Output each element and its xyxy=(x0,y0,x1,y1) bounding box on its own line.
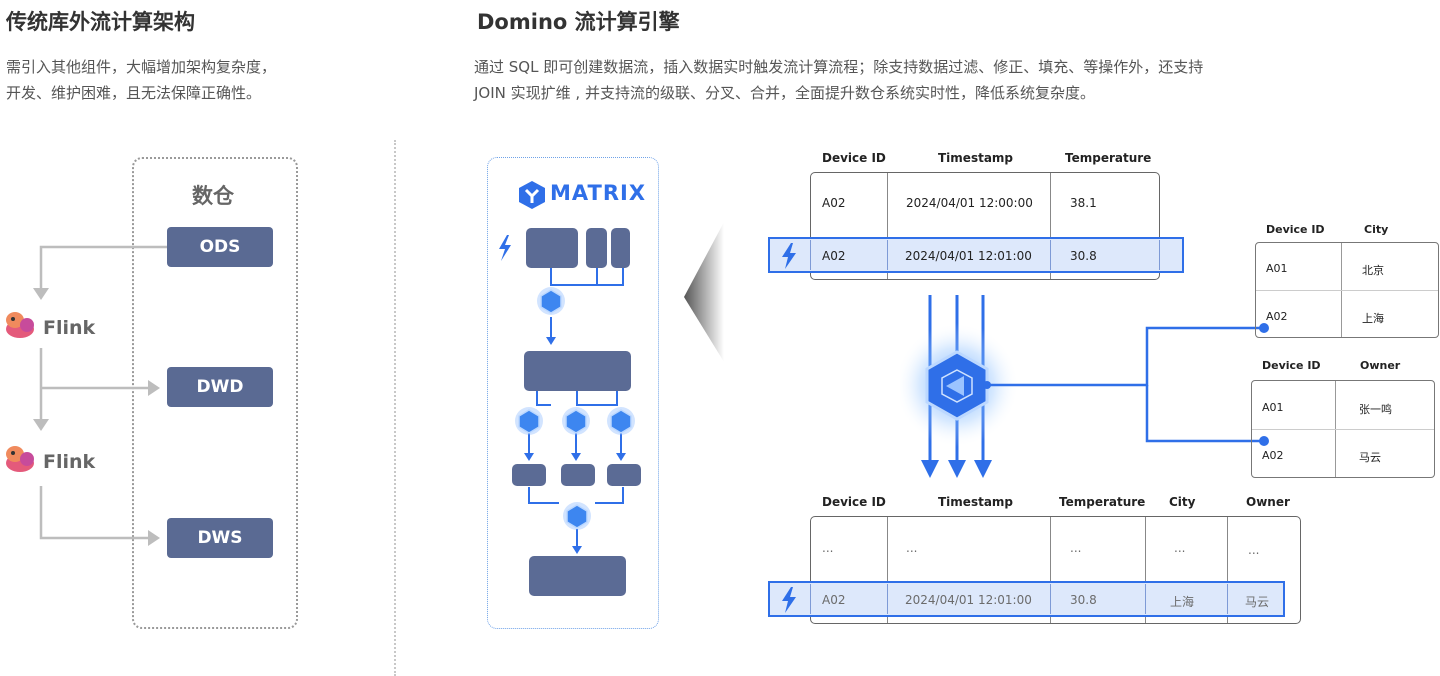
lightning-icon xyxy=(780,587,798,617)
stream-new-row-highlight xyxy=(768,237,1184,273)
stream-header-device-id: Device ID xyxy=(822,151,886,165)
right-title: Domino 流计算引擎 xyxy=(477,10,680,34)
flink-label-1: Flink xyxy=(43,317,96,339)
table-divider xyxy=(887,240,888,270)
flink-squirrel-icon xyxy=(3,441,37,475)
table-divider xyxy=(887,517,888,623)
dws-layer-node: DWS xyxy=(167,518,273,558)
left-description-line-2: 开发、维护困难，且无法保障正确性。 xyxy=(6,84,262,102)
city-row2-city: 上海 xyxy=(1362,312,1384,325)
table-divider xyxy=(1227,584,1228,614)
stream-table xyxy=(810,172,1160,280)
data-warehouse-box xyxy=(132,157,298,629)
table-divider xyxy=(887,173,888,279)
stream-join-flow xyxy=(900,295,1269,478)
data-warehouse-label: 数仓 xyxy=(192,184,234,208)
left-title: 传统库外流计算架构 xyxy=(6,10,195,34)
city-row1-device-id: A01 xyxy=(1266,262,1288,275)
result-header-city: City xyxy=(1169,495,1196,509)
result-ellipsis-temperature: ... xyxy=(1070,541,1082,555)
owner-row2-owner: 马云 xyxy=(1359,451,1381,464)
stream-row1-device-id: A02 xyxy=(822,196,846,210)
result-row-temperature: 30.8 xyxy=(1070,593,1097,607)
stream-row1-timestamp: 2024/04/01 12:00:00 xyxy=(906,196,1033,210)
result-row-timestamp: 2024/04/01 12:01:00 xyxy=(905,593,1032,607)
result-header-timestamp: Timestamp xyxy=(938,495,1014,509)
city-row2-device-id: A02 xyxy=(1266,310,1288,323)
merged-stream-box xyxy=(524,351,631,391)
stream-row2-timestamp: 2024/04/01 12:01:00 xyxy=(905,249,1032,263)
source-stream-box xyxy=(586,228,607,268)
result-ellipsis-timestamp: ... xyxy=(906,541,918,555)
result-row-owner: 马云 xyxy=(1245,595,1270,609)
city-table xyxy=(1255,242,1439,338)
city-header-city: City xyxy=(1364,223,1389,236)
table-divider xyxy=(1145,584,1146,614)
owner-header-device-id: Device ID xyxy=(1262,359,1321,372)
stream-row2-temperature: 30.8 xyxy=(1070,249,1097,263)
table-divider xyxy=(1227,517,1228,623)
city-row1-city: 北京 xyxy=(1362,264,1384,277)
compute-node-icon xyxy=(537,287,565,315)
branch-stream-box xyxy=(561,464,595,486)
matrix-engine-panel xyxy=(487,157,659,629)
stream-row2-device-id: A02 xyxy=(822,249,846,263)
flink-squirrel-icon xyxy=(3,307,37,341)
owner-row2-device-id: A02 xyxy=(1262,449,1284,462)
right-description-line-1: 通过 SQL 即可创建数据流，插入数据实时触发流计算流程；除支持数据过滤、修正、… xyxy=(474,58,1204,76)
result-header-device-id: Device ID xyxy=(822,495,886,509)
lightning-icon xyxy=(499,235,511,261)
left-description-line-1: 需引入其他组件，大幅增加架构复杂度， xyxy=(6,58,277,76)
ods-layer-node: ODS xyxy=(167,227,273,267)
stream-header-timestamp: Timestamp xyxy=(938,151,1014,165)
result-ellipsis-city: ... xyxy=(1174,541,1186,555)
city-header-device-id: Device ID xyxy=(1266,223,1325,236)
section-divider xyxy=(394,140,396,676)
flink-label-2: Flink xyxy=(43,451,96,473)
table-divider xyxy=(1050,584,1051,614)
table-divider xyxy=(1145,517,1146,623)
result-header-temperature: Temperature xyxy=(1059,495,1146,509)
result-ellipsis-device-id: ... xyxy=(822,541,834,555)
right-description-line-2: JOIN 实现扩维 , 并支持流的级联、分叉、合并，全面提升数仓系统实时性，降低… xyxy=(474,84,1095,102)
lightning-icon xyxy=(780,243,798,273)
table-divider xyxy=(1050,517,1051,623)
result-row-city: 上海 xyxy=(1170,595,1195,609)
table-divider xyxy=(887,584,888,614)
result-header-owner: Owner xyxy=(1246,495,1290,509)
stream-header-temperature: Temperature xyxy=(1065,151,1152,165)
branch-stream-box xyxy=(607,464,641,486)
zoom-indicator-wedge xyxy=(684,222,724,362)
table-divider xyxy=(810,240,811,270)
table-divider xyxy=(1159,240,1160,270)
branch-stream-box xyxy=(512,464,546,486)
matrix-pipeline-connectors xyxy=(499,235,635,554)
stream-row1-temperature: 38.1 xyxy=(1070,196,1097,210)
owner-table xyxy=(1251,380,1435,478)
owner-header-owner: Owner xyxy=(1360,359,1401,372)
matrix-logo-icon xyxy=(517,180,547,210)
result-table xyxy=(810,516,1301,624)
result-new-row-highlight xyxy=(768,581,1285,617)
flink-pipeline-arrows xyxy=(33,245,167,546)
sink-stream-box xyxy=(529,556,626,596)
table-divider xyxy=(1256,290,1438,291)
matrix-brand-name: MATRIX xyxy=(550,181,647,205)
owner-row1-owner: 张一鸣 xyxy=(1359,403,1392,416)
table-divider xyxy=(1252,429,1434,430)
table-divider xyxy=(1050,173,1051,279)
dwd-layer-node: DWD xyxy=(167,367,273,407)
source-stream-box xyxy=(611,228,630,268)
result-ellipsis-owner: ... xyxy=(1248,543,1260,557)
source-stream-box xyxy=(526,228,578,268)
table-divider xyxy=(1050,240,1051,270)
table-divider xyxy=(810,584,811,614)
result-row-device-id: A02 xyxy=(822,593,846,607)
owner-row1-device-id: A01 xyxy=(1262,401,1284,414)
